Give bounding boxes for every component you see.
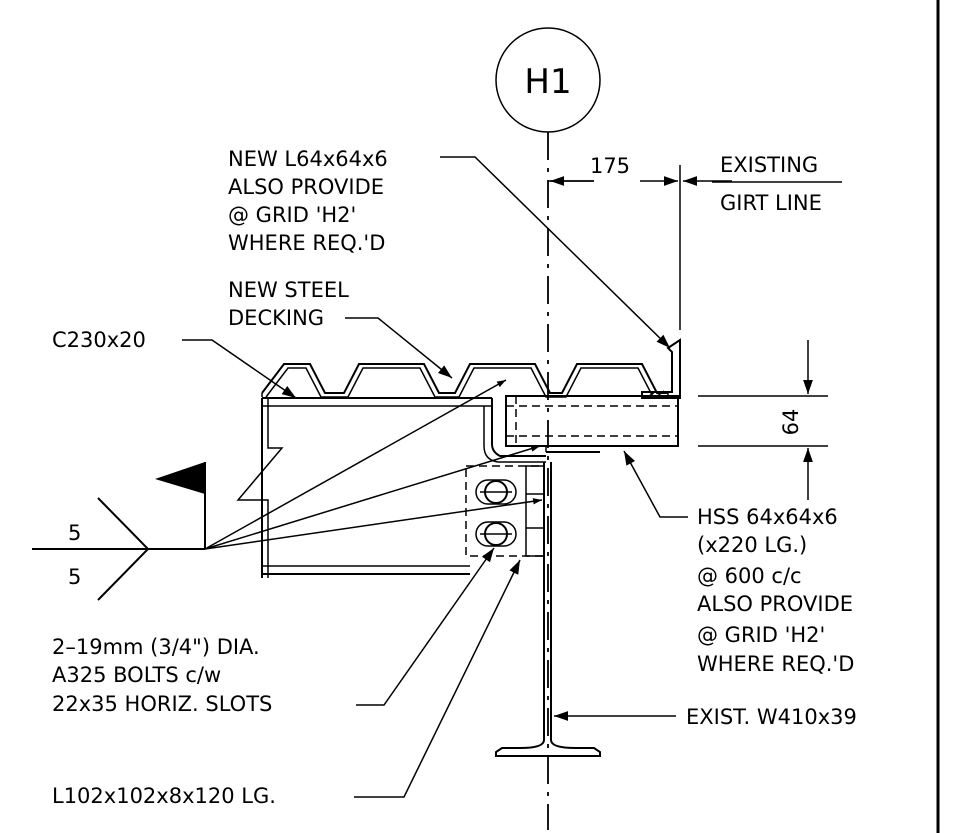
beam-note: EXIST. W410x39 <box>554 705 857 729</box>
weld-size-top: 5 <box>68 521 81 545</box>
channel-note-label: C230x20 <box>52 328 146 352</box>
hss-note: HSS 64x64x6 (x220 LG.) @ 600 c/c ALSO PR… <box>623 450 854 676</box>
clip-angle-note: L102x102x8x120 LG. <box>52 559 521 808</box>
bolts-leader <box>356 547 495 706</box>
break-line <box>236 398 284 578</box>
clip-angle-note-label: L102x102x8x120 LG. <box>52 784 276 808</box>
angle-note-line: NEW L64x64x6 <box>228 147 388 171</box>
angle-leader <box>440 156 671 349</box>
clip-angle-leader <box>354 559 521 798</box>
angle-note: NEW L64x64x6 ALSO PROVIDE @ GRID 'H2' WH… <box>228 147 671 349</box>
decking-note: NEW STEEL DECKING <box>228 278 453 379</box>
grid-bubble: H1 <box>495 27 601 133</box>
angle-note-line: ALSO PROVIDE <box>228 175 384 199</box>
hss-note-line: @ GRID 'H2' <box>697 623 825 647</box>
hss-note-line: WHERE REQ.'D <box>697 652 854 676</box>
channel-note: C230x20 <box>52 328 297 399</box>
hss-note-line: ALSO PROVIDE <box>697 592 853 616</box>
channel-leader <box>182 339 297 399</box>
angle-note-line: WHERE REQ.'D <box>228 231 385 255</box>
weld-size-bottom: 5 <box>68 565 81 589</box>
channel-member <box>236 397 492 578</box>
beam-note-label: EXIST. W410x39 <box>686 705 857 729</box>
hss-member <box>505 395 679 447</box>
grid-label: H1 <box>524 62 571 102</box>
hss-leader <box>623 450 688 518</box>
new-angle <box>641 338 681 399</box>
field-weld-flag <box>155 462 205 494</box>
decking-leader <box>345 317 453 379</box>
bolts-note-line: 2–19mm (3/4") DIA. <box>52 635 260 659</box>
hss-note-line: HSS 64x64x6 <box>697 505 838 529</box>
bolts-note: 2–19mm (3/4") DIA. A325 BOLTS c/w 22x35 … <box>52 547 495 716</box>
existing-girt-line-note: EXISTING GIRT LINE <box>712 153 842 215</box>
existing-girt-line1: EXISTING <box>720 153 818 177</box>
bolt-top <box>475 479 517 505</box>
weld-symbol: 5 5 <box>32 379 543 601</box>
steel-decking <box>261 363 669 398</box>
decking-note-line: NEW STEEL <box>228 278 349 302</box>
dimension-vertical-label: 64 <box>779 409 803 436</box>
hss-note-line: (x220 LG.) <box>697 533 807 557</box>
dimension-175: 175 <box>548 154 732 330</box>
existing-girt-line2: GIRT LINE <box>720 191 822 215</box>
decking-note-line: DECKING <box>228 306 324 330</box>
angle-note-line: @ GRID 'H2' <box>228 203 356 227</box>
dimension-64: 64 <box>698 340 828 500</box>
dimension-horizontal-label: 175 <box>590 154 630 178</box>
bolts-note-line: 22x35 HORIZ. SLOTS <box>52 692 272 716</box>
connection-web <box>483 398 600 463</box>
bolts-note-line: A325 BOLTS c/w <box>52 663 221 687</box>
hss-note-line: @ 600 c/c <box>697 564 802 588</box>
bolt-bottom <box>475 521 517 547</box>
